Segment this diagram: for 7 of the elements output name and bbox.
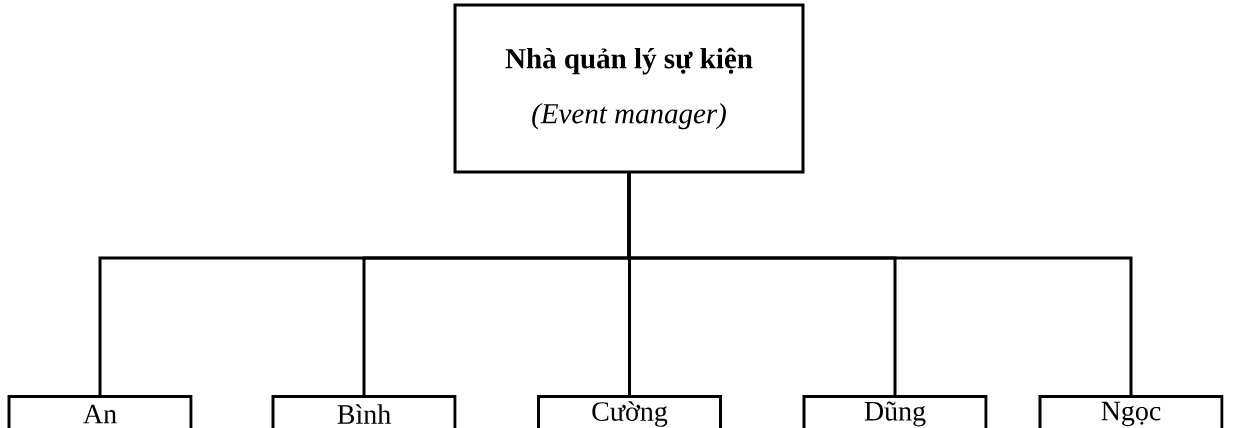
member-box: Dũng: [802, 395, 988, 428]
member-box: Bình: [271, 395, 457, 428]
member-box: An: [7, 395, 193, 428]
connector-line: [627, 173, 1133, 397]
member-box: Ngọc: [1038, 395, 1224, 428]
manager-box: Nhà quản lý sự kiện (Event manager): [453, 3, 805, 174]
member-box: Cường: [537, 395, 722, 428]
